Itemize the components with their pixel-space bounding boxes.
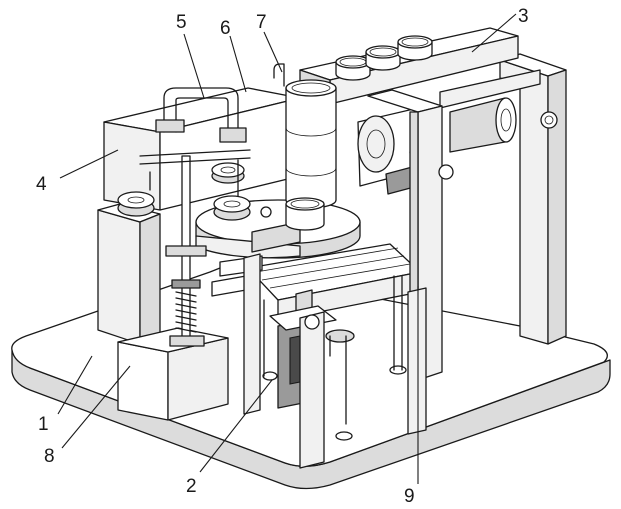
front-posts (243, 89, 454, 469)
dispenser-tube (285, 79, 337, 209)
screw-rod (165, 155, 207, 347)
upper-housing (103, 87, 301, 211)
label-8: 8 (44, 446, 55, 467)
right-frame (439, 53, 567, 345)
left-tower (97, 203, 161, 345)
label-7: 7 (256, 12, 267, 33)
label-6: 6 (220, 18, 231, 39)
label-1: 1 (38, 414, 49, 435)
leader-lines (57, 13, 517, 484)
label-3: 3 (518, 6, 529, 27)
label-4: 4 (36, 174, 47, 195)
feed-pipe (155, 63, 285, 143)
label-5: 5 (176, 12, 187, 33)
cap-disc (213, 195, 251, 221)
capping-heads (117, 149, 251, 221)
lower-box (117, 327, 229, 421)
cup (397, 35, 433, 61)
cap-disc (211, 162, 245, 184)
label-2: 2 (186, 476, 197, 497)
part-labels: 1 2 3 4 5 6 7 8 9 (36, 6, 529, 507)
cup (335, 55, 371, 81)
cup (365, 45, 401, 71)
cup-on-table (285, 197, 325, 231)
label-9: 9 (404, 486, 415, 507)
cap-disc (117, 191, 155, 217)
